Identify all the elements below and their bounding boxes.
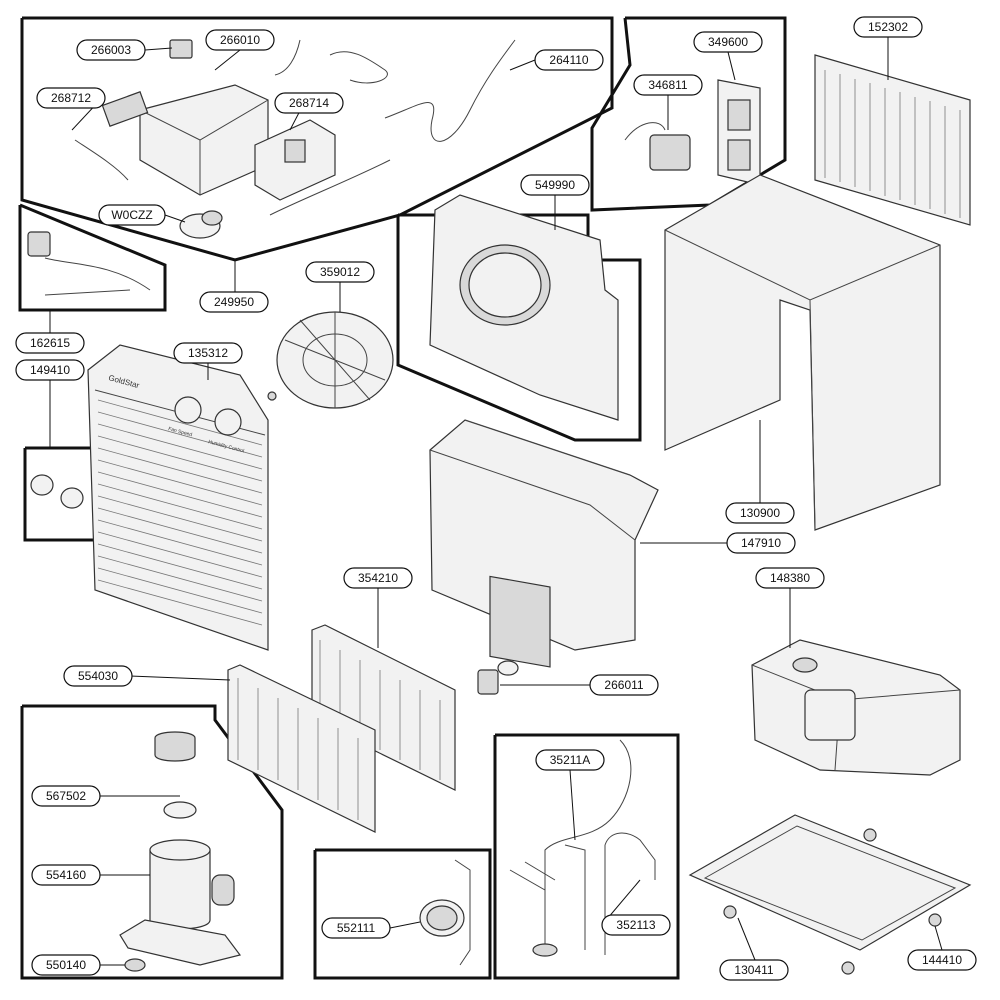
label-264110: 264110	[534, 49, 604, 71]
label-W0CZZ: W0CZZ	[98, 204, 166, 226]
svg-text:354210: 354210	[358, 571, 398, 585]
label-554030: 554030	[63, 665, 133, 687]
label-149410: 149410	[15, 359, 85, 381]
label-266003: 266003	[76, 39, 146, 61]
compressor-part	[119, 731, 242, 972]
compressor-group-outline	[20, 704, 284, 980]
label-268712: 268712	[36, 87, 106, 109]
label-359012: 359012	[305, 261, 375, 283]
svg-text:266003: 266003	[91, 43, 131, 57]
label-249950: 249950	[199, 291, 269, 313]
label-268714: 268714	[274, 92, 344, 114]
label-144410: 144410	[907, 949, 977, 971]
svg-text:349600: 349600	[708, 35, 748, 49]
fan-housing-part	[429, 194, 619, 421]
svg-text:148380: 148380	[770, 571, 810, 585]
base-plate-part	[688, 814, 972, 975]
svg-text:149410: 149410	[30, 363, 70, 377]
front-grille-louvers	[97, 399, 263, 626]
fan-speed-knob-icon	[174, 396, 202, 424]
svg-text:162615: 162615	[30, 336, 70, 350]
label-152302: 152302	[853, 16, 923, 38]
label-550140: 550140	[31, 954, 101, 976]
svg-text:W0CZZ: W0CZZ	[111, 208, 152, 222]
humidity-knob-icon	[214, 408, 242, 436]
label-554160: 554160	[31, 864, 101, 886]
label-130900: 130900	[725, 502, 795, 524]
power-cord-group-outline	[18, 203, 167, 312]
leader-lines	[49, 37, 943, 966]
fan-housing-group-outline	[396, 213, 642, 442]
switch-part	[169, 39, 193, 59]
label-352113: 352113	[601, 914, 671, 936]
motor-bracket-part	[717, 79, 761, 186]
svg-text:268712: 268712	[51, 91, 91, 105]
capacitor-part	[179, 210, 223, 239]
svg-text:549990: 549990	[535, 178, 575, 192]
control-box-part	[101, 84, 269, 196]
control-pcb-part	[254, 119, 336, 201]
svg-text:359012: 359012	[320, 265, 360, 279]
svg-text:35211A: 35211A	[550, 753, 590, 767]
label-35211A: 35211A	[535, 749, 605, 771]
svg-text:346811: 346811	[648, 78, 687, 92]
inner-frame-part	[429, 419, 659, 668]
condenser-coil-part	[227, 664, 376, 833]
label-147910: 147910	[726, 532, 796, 554]
svg-text:552111: 552111	[337, 921, 376, 935]
discharge-tube-part	[604, 832, 656, 955]
label-549990: 549990	[520, 174, 590, 196]
svg-text:266010: 266010	[220, 33, 260, 47]
svg-text:268714: 268714	[289, 96, 329, 110]
label-266010: 266010	[205, 29, 275, 51]
svg-text:144410: 144410	[922, 953, 962, 967]
tube-group-outline	[493, 733, 680, 980]
svg-text:352113: 352113	[616, 918, 655, 932]
svg-text:567502: 567502	[46, 789, 86, 803]
suction-tube-part	[509, 739, 632, 957]
cabinet-part	[664, 174, 941, 531]
front-panel-part: GoldStar Fan Speed Humidity Control	[87, 344, 269, 651]
svg-text:152302: 152302	[868, 20, 908, 34]
svg-text:147910: 147910	[741, 536, 781, 550]
wire-harness-parts	[74, 39, 516, 216]
label-162615: 162615	[15, 332, 85, 354]
svg-text:130900: 130900	[740, 506, 780, 520]
fan-motor-group-outline	[590, 16, 787, 212]
capillary-tube-part	[419, 859, 471, 966]
label-346811: 346811	[633, 74, 703, 96]
svg-text:554160: 554160	[46, 868, 86, 882]
part-labels: 266003 266010 264110 268712 268714 W0CZZ…	[15, 16, 977, 981]
label-130411: 130411	[719, 959, 789, 981]
control-knobs-part	[30, 474, 84, 509]
label-349600: 349600	[693, 31, 763, 53]
label-135312: 135312	[173, 342, 243, 364]
water-bucket-part	[751, 639, 961, 776]
svg-text:249950: 249950	[214, 295, 254, 309]
label-148380: 148380	[755, 567, 825, 589]
label-552111: 552111	[321, 917, 391, 939]
label-266011: 266011	[589, 674, 659, 696]
capillary-group-outline	[313, 848, 492, 980]
label-567502: 567502	[31, 785, 101, 807]
svg-text:554030: 554030	[78, 669, 118, 683]
label-354210: 354210	[343, 567, 413, 589]
float-switch-part	[477, 660, 519, 695]
svg-text:550140: 550140	[46, 958, 86, 972]
power-cord-part	[27, 231, 151, 296]
svg-text:130411: 130411	[734, 963, 773, 977]
blower-fan-part	[267, 311, 394, 409]
svg-text:266011: 266011	[604, 678, 643, 692]
svg-text:264110: 264110	[549, 53, 588, 67]
rear-filter-part	[814, 54, 971, 226]
svg-text:135312: 135312	[188, 346, 228, 360]
fan-motor-part	[624, 122, 691, 171]
